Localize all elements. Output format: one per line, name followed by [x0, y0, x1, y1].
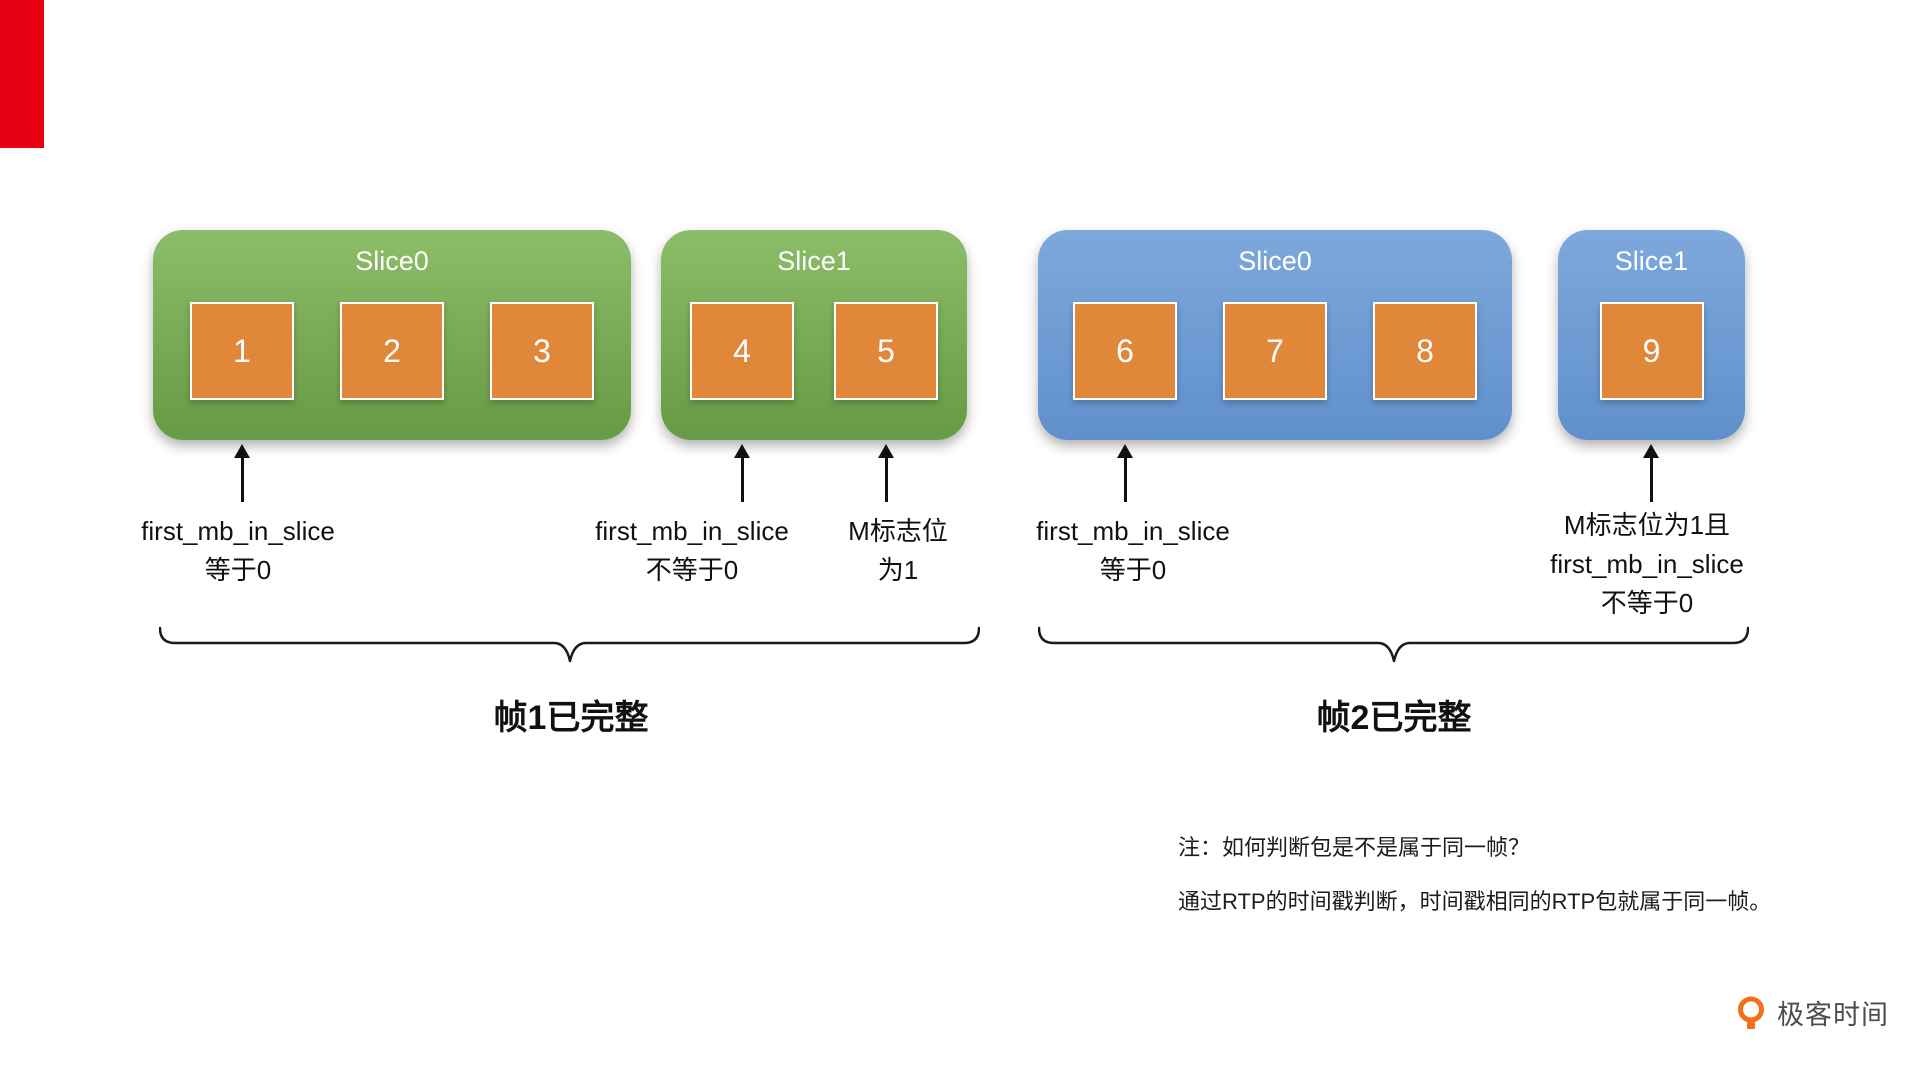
arrow-up-icon: [234, 444, 250, 458]
frame2-complete-label: 帧2已完整: [1316, 699, 1472, 737]
arrow-line: [740, 458, 744, 502]
arrow-up-icon: [734, 444, 750, 458]
arrow-line: [1649, 458, 1653, 502]
macroblock-row: 6 7 8: [1038, 302, 1512, 400]
arrow-up-icon: [1643, 444, 1659, 458]
macroblock-box-3: 3: [490, 302, 594, 400]
macroblock-row: 4 5: [661, 302, 967, 400]
macroblock-box-5: 5: [834, 302, 938, 400]
arrow-up-icon: [878, 444, 894, 458]
annotation-line: 不等于0: [1600, 588, 1694, 618]
slice-title: Slice0: [355, 246, 429, 276]
macroblock-box-2: 2: [340, 302, 444, 400]
slice-title: Slice1: [1614, 246, 1689, 276]
annotation-first-mb-equals-0-frame2: first_mb_in_slice 等于0: [1036, 512, 1230, 590]
annotation-line: 等于0: [204, 555, 272, 585]
macroblock-box-7: 7: [1223, 302, 1327, 400]
macroblock-box-4: 4: [690, 302, 794, 400]
underbrace-frame1: [159, 626, 980, 663]
macroblock-box-1: 1: [190, 302, 294, 400]
arrow-line: [884, 458, 888, 502]
arrow-to-box-6: [1117, 444, 1133, 502]
note-question: 注：如何判断包是不是属于同一帧？: [1178, 835, 1531, 860]
annotation-m-flag-and-first-mb: M标志位为1且 first_mb_in_slice 不等于0: [1550, 506, 1744, 623]
note-answer: 通过RTP的时间戳判断，时间戳相同的RTP包就属于同一帧。: [1178, 889, 1772, 914]
arrow-line: [1123, 458, 1127, 502]
slice-title: Slice1: [777, 246, 851, 276]
underbrace-frame2: [1038, 626, 1749, 663]
annotation-line: M标志位: [848, 516, 948, 546]
macroblock-row: 1 2 3: [153, 302, 631, 400]
annotation-line: first_mb_in_slice: [1036, 516, 1230, 546]
macroblock-box-8: 8: [1373, 302, 1477, 400]
annotation-first-mb-not-0: first_mb_in_slice 不等于0: [595, 512, 789, 590]
arrow-to-box-4: [734, 444, 750, 502]
arrow-up-icon: [1117, 444, 1133, 458]
annotation-line: 不等于0: [645, 555, 739, 585]
geektime-logo-icon: [1738, 996, 1764, 1029]
annotation-line: M标志位为1且: [1563, 510, 1731, 540]
macroblock-box-9: 9: [1599, 302, 1704, 400]
geektime-logo-text: 极客时间: [1777, 1000, 1889, 1030]
annotation-line: first_mb_in_slice: [141, 516, 335, 546]
arrow-to-box-9: [1643, 444, 1659, 502]
frame2-slice0: Slice0 6 7 8: [1038, 230, 1512, 440]
annotation-m-flag-1: M标志位 为1: [848, 512, 948, 590]
annotation-first-mb-equals-0-frame1: first_mb_in_slice 等于0: [141, 512, 335, 590]
arrow-line: [240, 458, 244, 502]
annotation-line: first_mb_in_slice: [595, 516, 789, 546]
frame1-slice1: Slice1 4 5: [661, 230, 967, 440]
annotation-line: first_mb_in_slice: [1550, 549, 1744, 579]
arrow-to-box-5: [878, 444, 894, 502]
geektime-logo: 极客时间: [1734, 993, 1889, 1032]
arrow-to-box-1: [234, 444, 250, 502]
frame2-slice1: Slice1 9: [1558, 230, 1745, 440]
slice-title: Slice0: [1238, 246, 1312, 276]
frame1-slice0: Slice0 1 2 3: [153, 230, 631, 440]
frame1-complete-label: 帧1已完整: [493, 699, 649, 737]
macroblock-box-6: 6: [1073, 302, 1177, 400]
annotation-line: 等于0: [1099, 555, 1167, 585]
macroblock-row: 9: [1558, 302, 1745, 400]
red-marker-bar: [0, 0, 44, 148]
annotation-line: 为1: [877, 555, 919, 585]
